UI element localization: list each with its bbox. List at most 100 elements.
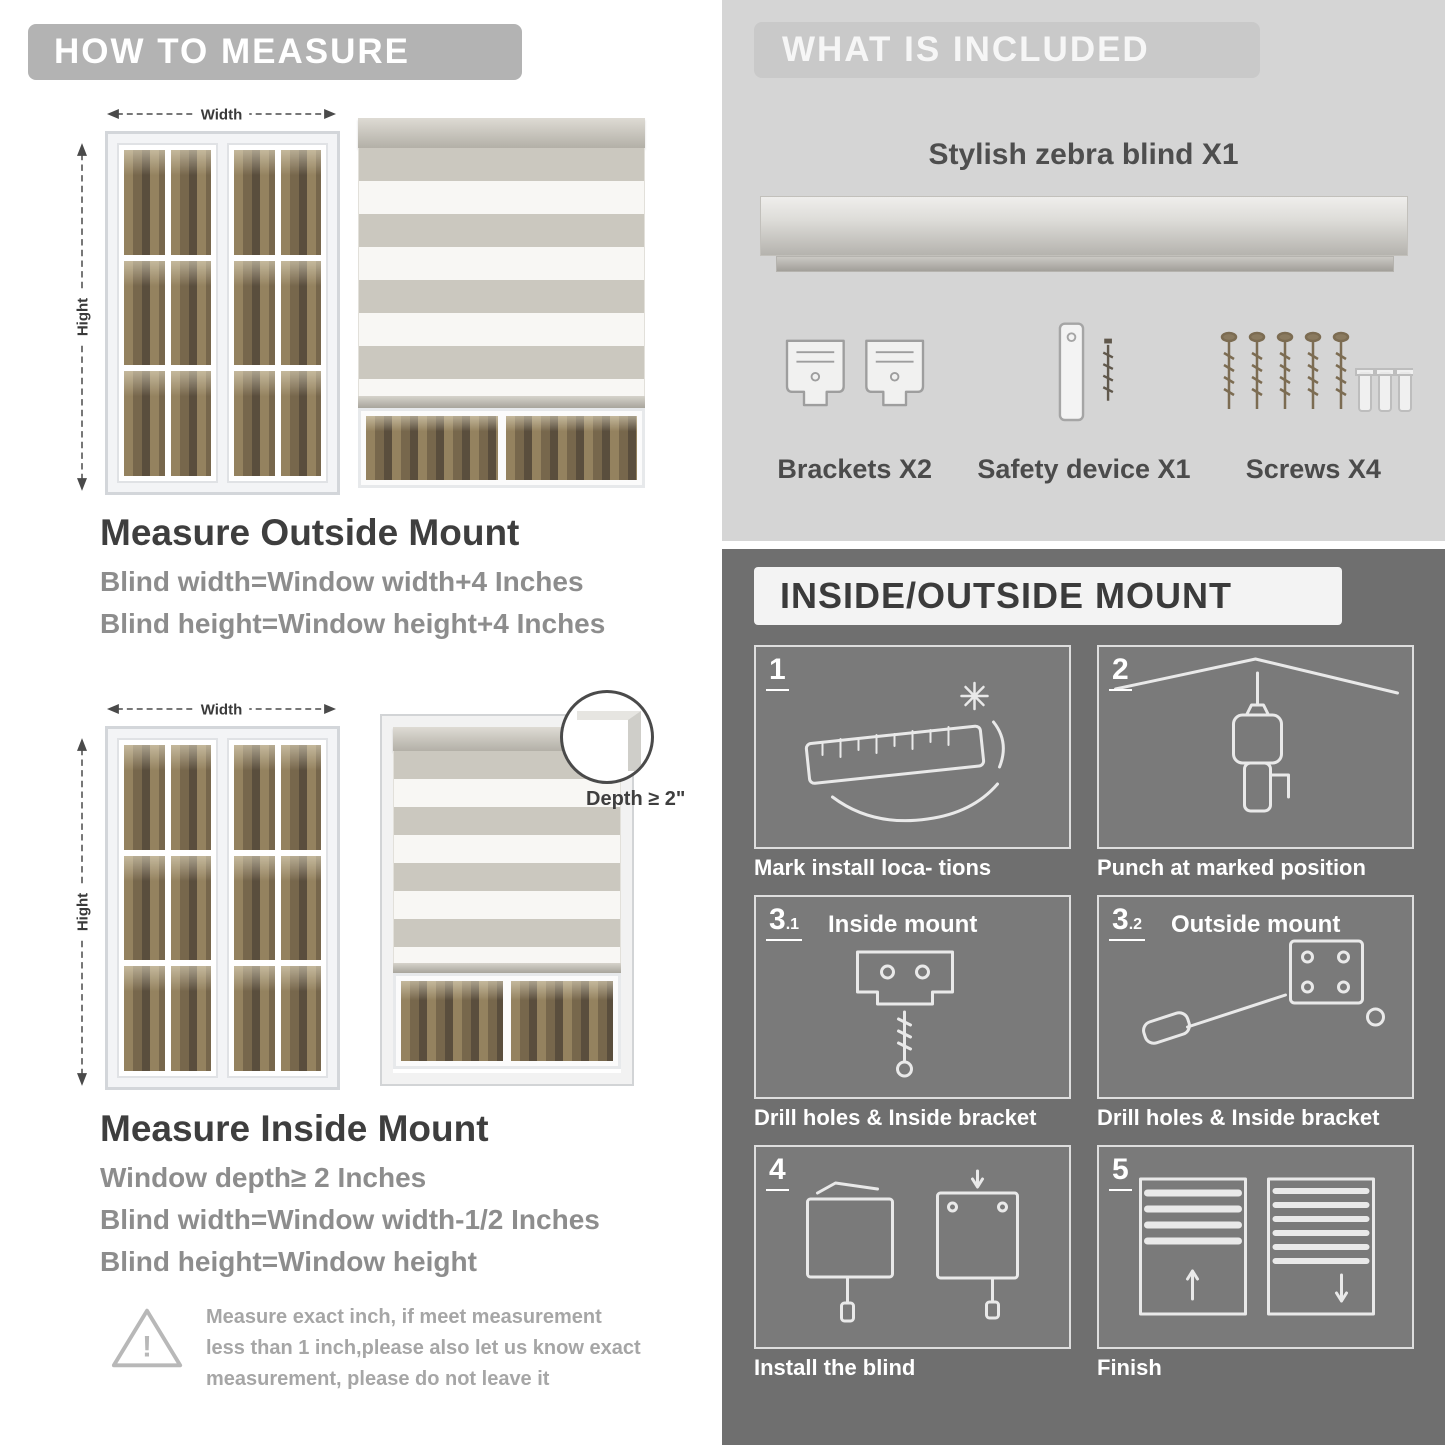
step-2-number: 2: [1109, 653, 1132, 691]
height-label: Hight: [74, 290, 92, 344]
step-3-1-number: 3.1: [766, 903, 803, 941]
window-pane: [124, 966, 165, 1071]
window-sash: [117, 738, 218, 1078]
step-5-number: 5: [1109, 1153, 1132, 1191]
step-3-2: 3.2 Outside mount Drill holes & Inside b…: [1097, 895, 1414, 1131]
window-pane: [124, 371, 165, 476]
window-pane: [234, 855, 275, 961]
window-pane: [280, 371, 321, 476]
how-to-measure-banner: HOW TO MEASURE: [28, 24, 522, 80]
screws-label: Screws X4: [1245, 454, 1381, 484]
inside-outside-mount-section: INSIDE/OUTSIDE MOUNT 1 Mark install loca…: [722, 549, 1445, 1445]
step-4-caption: Install the blind: [754, 1355, 916, 1380]
inside-formula-depth: Window depth≥ 2 Inches: [100, 1162, 427, 1193]
step-4-number: 4: [766, 1153, 789, 1191]
safety-device-label: Safety device X1: [977, 454, 1191, 484]
step-2-caption: Punch at marked position: [1097, 855, 1366, 880]
window-pane: [170, 371, 211, 476]
outside-mount-blind-figure: [358, 118, 645, 492]
window-sash: [227, 143, 328, 483]
blind-bottom-rail: [358, 396, 645, 408]
step-3-1-panel: 3.1 Inside mount: [754, 895, 1071, 1099]
step-3-1: 3.1 Inside mount Drill holes & Inside br…: [754, 895, 1071, 1131]
step-4: 4 Install the blind: [754, 1145, 1071, 1381]
window-pane: [124, 745, 165, 850]
step-1-number: 1: [766, 653, 789, 691]
inside-outside-mount-banner: INSIDE/OUTSIDE MOUNT: [754, 567, 1342, 625]
inside-formula-width: Blind width=Window width-1/2 Inches: [100, 1204, 600, 1235]
inside-bracket-illustration: [856, 950, 954, 1078]
zebra-blind-headrail-lip: [776, 256, 1394, 272]
window-frame-corner: [577, 711, 641, 771]
screws-item: Screws X4: [1199, 316, 1428, 485]
drill-illustration: [1114, 657, 1399, 813]
brackets-item: Brackets X2: [740, 316, 969, 485]
window-pane: [280, 260, 321, 366]
install-blind-illustration: [806, 1169, 1019, 1323]
window-pane: [401, 981, 503, 1061]
window-below-blind: [358, 408, 645, 488]
blind-cassette: [358, 118, 645, 148]
measure-inside-heading: Measure Inside Mount: [100, 1108, 489, 1149]
window-photo: [105, 131, 340, 495]
window-pane: [511, 981, 613, 1061]
inside-mount-window-figure: Width Hight: [74, 700, 340, 1090]
window-pane: [234, 371, 275, 476]
brackets-label: Brackets X2: [777, 454, 932, 484]
step-2-panel: 2: [1097, 645, 1414, 849]
window-pane: [170, 150, 211, 255]
product-title: Stylish zebra blind X1: [928, 138, 1239, 171]
inside-formula-height: Blind height=Window height: [100, 1246, 477, 1277]
hardware-row: Brackets X2 Safety device X1: [740, 316, 1428, 485]
window-pane: [234, 745, 275, 850]
measure-outside-heading: Measure Outside Mount: [100, 512, 520, 553]
outside-formula-height: Blind height=Window height+4 Inches: [100, 608, 606, 639]
svg-text:!: !: [142, 1332, 152, 1364]
window-pane: [280, 150, 321, 255]
safety-device-icon: [1029, 316, 1139, 446]
screws-icon: [1213, 316, 1414, 446]
height-label: Hight: [74, 885, 92, 939]
window-pane: [170, 260, 211, 366]
step-3-2-number: 3.2: [1109, 903, 1146, 941]
window-pane: [280, 745, 321, 850]
measure-warning: ! Measure exact inch, if meet measuremen…: [108, 1302, 653, 1395]
width-arrow: Width: [105, 106, 338, 124]
step-1-caption: Mark install loca- tions: [754, 855, 992, 880]
window-pane: [505, 416, 637, 480]
step-3-2-caption: Drill holes & Inside bracket: [1097, 1105, 1380, 1130]
warning-triangle-icon: !: [111, 1308, 183, 1368]
window-pane: [124, 150, 165, 255]
height-arrow: Hight: [74, 141, 92, 493]
step-3-1-caption: Drill holes & Inside bracket: [754, 1105, 1037, 1130]
height-arrow: Hight: [74, 736, 92, 1088]
step-5-caption: Finish: [1097, 1355, 1162, 1380]
window-pane: [170, 745, 211, 850]
safety-device-item: Safety device X1: [969, 316, 1198, 485]
step-5: 5 Finish: [1097, 1145, 1414, 1381]
window-pane: [280, 966, 321, 1071]
window-pane: [170, 966, 211, 1071]
mark-location-illustration: [804, 681, 1005, 823]
width-label: Width: [193, 106, 250, 124]
window-pane: [234, 966, 275, 1071]
outside-mount-label: Outside mount: [1171, 911, 1341, 938]
finish-illustration: [1139, 1177, 1375, 1316]
depth-callout-circle: [560, 690, 654, 784]
window-pane: [170, 855, 211, 961]
window-pane: [124, 855, 165, 961]
step-2: 2 Punch at marked position: [1097, 645, 1414, 881]
window-sash: [117, 143, 218, 483]
warning-text: Measure exact inch, if meet measurement …: [206, 1306, 641, 1390]
window-below-blind: [393, 973, 621, 1069]
depth-label: Depth ≥ 2": [586, 788, 686, 810]
step-1-panel: 1: [754, 645, 1071, 849]
window-pane: [234, 260, 275, 366]
step-4-panel: 4: [754, 1145, 1071, 1349]
inside-mount-blind-figure: [380, 714, 634, 1086]
window-sash: [227, 738, 328, 1078]
step-5-panel: 5: [1097, 1145, 1414, 1349]
brackets-icon: [770, 316, 940, 446]
window-photo: [105, 726, 340, 1090]
what-is-included-banner: WHAT IS INCLUDED: [754, 22, 1260, 78]
